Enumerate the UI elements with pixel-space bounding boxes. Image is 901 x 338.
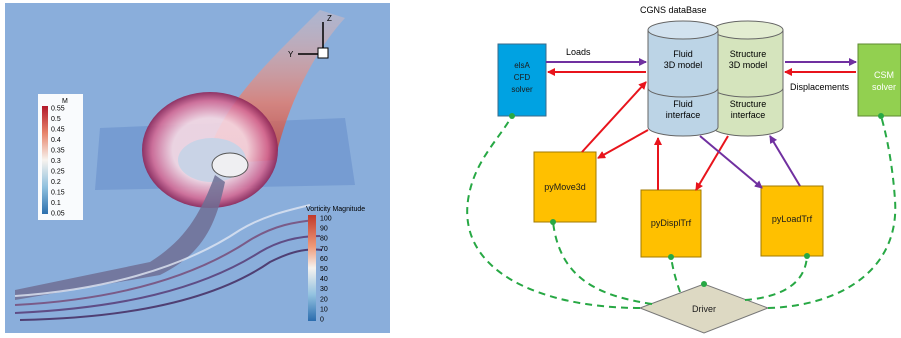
structure-3d-model-line1: Structure [730, 49, 767, 59]
driver-to-csm-link [767, 115, 897, 309]
vortex-tail [15, 175, 225, 300]
axis-z-label: Z [327, 14, 332, 23]
axis-y-label: Y [288, 50, 294, 59]
pymove-to-fluid-arrow [581, 81, 647, 153]
mach-legend-title: M [62, 98, 68, 105]
driver-label: Driver [692, 304, 716, 314]
displacements-label: Displacements [790, 82, 850, 92]
structure-3d-model-line2: 3D model [729, 60, 768, 70]
pydispltrf-label: pyDisplTrf [651, 218, 692, 228]
pydispltrf-box: pyDisplTrf [640, 189, 702, 258]
vortex-streak-4 [19, 248, 323, 321]
vorticity-legend-tick-9: 10 [320, 306, 328, 313]
mach-legend-tick-9: 0.1 [51, 200, 61, 207]
coupling-diagram: CGNS dataBase Structure 3D model Structu… [466, 5, 901, 334]
mach-legend-tick-8: 0.15 [51, 190, 65, 197]
rotor-hub [211, 152, 249, 178]
pyloadtrf-box: pyLoadTrf [760, 185, 824, 257]
cfd-visualization: Z Y M 0.55 0.5 0.45 0.4 0.35 0.3 0.25 0.2 0.15 0.… [5, 3, 390, 333]
vorticity-legend-tick-8: 20 [320, 296, 328, 303]
pyload-to-structure-arrow [769, 135, 801, 187]
structure-database: Structure 3D model Structure interface [712, 20, 784, 137]
vorticity-legend-tick-6: 40 [320, 276, 328, 283]
vorticity-legend-tick-7: 30 [320, 286, 328, 293]
csm-label-line2: solver [872, 82, 896, 92]
csm-label-line1: CSM [874, 70, 894, 80]
fluid-to-pyload-arrow [699, 135, 763, 189]
driver-links [466, 115, 897, 309]
driver-diamond: Driver [638, 283, 770, 334]
driver-link-endpoints [509, 113, 884, 287]
vortex-streak-3 [14, 235, 321, 314]
driver-to-pymove-link [552, 221, 653, 305]
elsa-label-line2: CFD [514, 73, 531, 82]
vorticity-legend-tick-3: 70 [320, 246, 328, 253]
vorticity-legend-title: Vorticity Magnitude [306, 206, 365, 213]
fluid-database: Fluid 3D model Fluid interface [647, 20, 719, 137]
mach-legend-tick-10: 0.05 [51, 211, 65, 218]
pymove3d-label: pyMove3d [544, 182, 586, 192]
vortex-streak-1 [14, 204, 311, 297]
fluid-interface-line1: Fluid [673, 99, 693, 109]
axis-triad: Z Y [288, 14, 332, 59]
vorticity-colorbar [308, 215, 316, 321]
mach-legend-tick-5: 0.3 [51, 158, 61, 165]
mach-legend-tick-7: 0.2 [51, 179, 61, 186]
csm-solver-box: CSM solver [857, 43, 901, 117]
mach-legend-tick-0: 0.55 [51, 106, 65, 113]
vortex-streak-2 [14, 219, 316, 306]
mach-legend-tick-2: 0.45 [51, 127, 65, 134]
fluid-interface-line2: interface [666, 110, 701, 120]
elsa-solver-box: elsA CFD solver [497, 43, 547, 117]
fluid-3d-model-line1: Fluid [673, 49, 693, 59]
mach-colorbar [42, 106, 48, 214]
mach-legend-tick-3: 0.4 [51, 137, 61, 144]
mach-legend-tick-4: 0.35 [51, 148, 65, 155]
fluid-3d-model-line2: 3D model [664, 60, 703, 70]
loads-label: Loads [566, 47, 591, 57]
elsa-label-line3: solver [511, 85, 533, 94]
mach-legend: M 0.55 0.5 0.45 0.4 0.35 0.3 0.25 0.2 0.15 0.1 0.0… [38, 94, 83, 220]
driver-to-pyload-link [744, 255, 808, 301]
vorticity-legend-tick-4: 60 [320, 256, 328, 263]
diagram-title: CGNS dataBase [640, 5, 707, 15]
vorticity-legend: Vorticity Magnitude 10090807060504030201… [306, 206, 365, 324]
vorticity-legend-tick-10: 0 [320, 317, 324, 324]
mach-legend-tick-6: 0.25 [51, 169, 65, 176]
structure-interface-line1: Structure [730, 99, 767, 109]
vorticity-legend-tick-5: 50 [320, 266, 328, 273]
structure-interface-line2: interface [731, 110, 766, 120]
driver-to-pydispl-link [670, 256, 681, 293]
fluid-interface-to-pymove-arrow [597, 129, 649, 159]
vorticity-legend-tick-0: 100 [320, 216, 332, 223]
elsa-label-line1: elsA [514, 61, 530, 70]
structure-to-pydispl-arrow [695, 135, 729, 191]
vorticity-legend-tick-2: 80 [320, 236, 328, 243]
mach-legend-tick-1: 0.5 [51, 116, 61, 123]
vorticity-legend-tick-1: 90 [320, 226, 328, 233]
pymove3d-box: pyMove3d [533, 151, 597, 223]
pyloadtrf-label: pyLoadTrf [772, 214, 813, 224]
driver-to-elsa-link [466, 115, 641, 309]
